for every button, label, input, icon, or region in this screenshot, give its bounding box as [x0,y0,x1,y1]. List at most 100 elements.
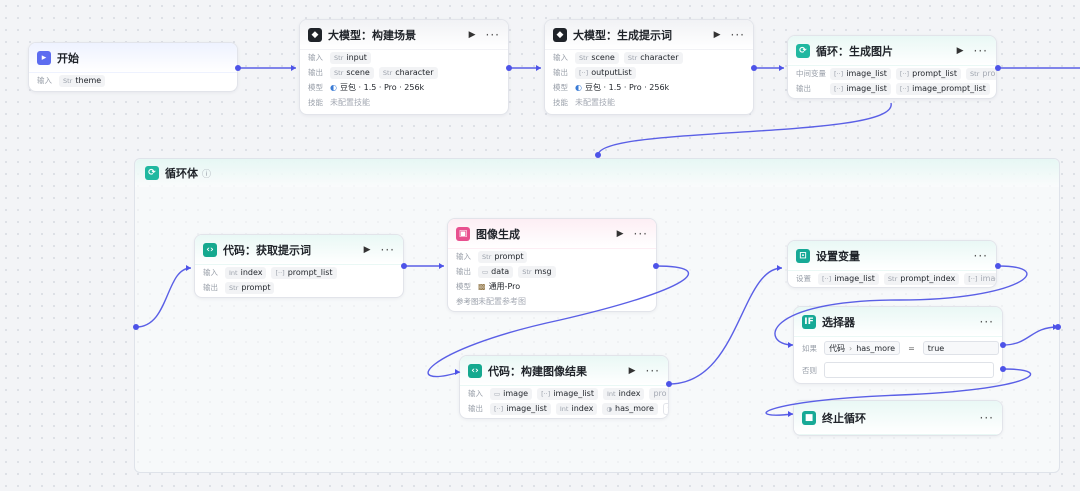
doubao-icon: ◐ [575,83,582,92]
port-dot[interactable] [995,65,1001,71]
var-chip: [··]image_list [818,272,879,285]
run-icon[interactable]: ▶ [616,228,624,239]
operator: = [908,343,915,353]
port-dot[interactable] [1055,324,1061,330]
output-chip: [··]outputList [575,66,636,79]
run-icon[interactable]: ▶ [956,45,964,56]
input-chip: [··]prompt_list [271,266,337,279]
model-label: 模型 [553,83,568,92]
port-dot[interactable] [235,65,241,71]
node-title: 大模型：构建场景 [328,28,416,42]
more-icon[interactable]: ··· [973,43,988,58]
port-dot[interactable] [751,65,757,71]
loop-node[interactable]: ⟳ 循环：生成图片 ▶··· 中间变量 [··]image_list [··]p… [787,35,997,99]
stop-loop-node[interactable]: ■ 终止循环 ··· [793,400,1003,436]
ref-label: 参考图 [456,297,479,306]
code-node-build-result[interactable]: ‹› 代码：构建图像结果 ▶··· 输入 ▭image [··]image_li… [459,355,669,419]
condition-left[interactable]: 代码›has_more [824,341,901,355]
if-label: 如果 [802,343,817,353]
node-title: 循环：生成图片 [816,44,893,58]
port-dot[interactable] [666,381,672,387]
output-label: 输出 [203,283,218,292]
input-label: 输入 [37,76,52,85]
more-icon[interactable]: ··· [645,363,660,378]
run-icon[interactable]: ▶ [628,365,636,376]
model-icon: ◆ [308,27,322,42]
output-label: 输出 [468,404,483,413]
more-icon[interactable]: ··· [380,242,395,257]
more-icon[interactable]: ··· [485,27,500,42]
node-title: 图像生成 [476,227,520,241]
node-title: 设置变量 [816,249,860,263]
condition-value[interactable]: true [922,341,999,355]
port-dot[interactable] [133,324,139,330]
output-label: 输出 [796,84,811,93]
variable-icon: ⊡ [796,248,810,263]
image-icon: ▣ [456,226,470,241]
info-icon[interactable]: ⓘ [202,169,212,180]
set-label: 设置 [796,274,811,283]
output-label: 输出 [456,267,471,276]
input-chip: pro [649,387,668,400]
model-value: 通用-Pro [488,282,521,291]
node-title: 选择器 [822,315,855,329]
more-icon[interactable]: ··· [979,314,994,329]
input-chip: [··]image_list [537,387,598,400]
loop-body-title: 循环体 [165,167,198,180]
selector-node[interactable]: IF 选择器 ··· 如果 代码›has_more = true 否则 [793,306,1003,384]
model-label: 模型 [308,83,323,92]
more-icon[interactable]: ··· [973,248,988,263]
var-chip: [··]image [964,272,996,285]
port-dot[interactable] [1000,342,1006,348]
model-thumb-icon: ▩ [478,282,486,291]
else-label: 否则 [802,365,817,375]
output-chip: ◑has_more [602,402,658,415]
else-branch[interactable] [824,362,994,378]
node-title: 终止循环 [822,411,866,425]
doubao-icon: ◐ [330,83,337,92]
more-icon[interactable]: ··· [730,27,745,42]
stop-icon: ■ [802,410,816,425]
output-chip: [··]image_prompt_list [895,82,990,95]
port-dot[interactable] [595,152,601,158]
port-dot[interactable] [1000,366,1006,372]
output-chip: [··]image_list [830,82,891,95]
model-value: 豆包 · 1.5 · Pro · 256k [339,83,425,92]
var-chip: [··]prompt_list [895,67,961,80]
port-dot[interactable] [506,65,512,71]
run-icon[interactable]: ▶ [363,244,371,255]
input-label: 输入 [456,252,471,261]
more-icon[interactable]: ··· [979,410,994,425]
model-value: 豆包 · 1.5 · Pro · 256k [584,83,670,92]
port-dot[interactable] [653,263,659,269]
port-dot[interactable] [401,263,407,269]
run-icon[interactable]: ▶ [468,29,476,40]
run-icon[interactable]: ▶ [713,29,721,40]
node-title: 代码：获取提示词 [223,243,311,257]
skill-label: 技能 [553,98,568,107]
input-label: 输入 [468,389,483,398]
more-icon[interactable]: ··· [633,226,648,241]
input-chip: ▭image [490,387,533,400]
port-dot[interactable] [995,263,1001,269]
overflow-icon[interactable]: ··· [662,402,668,415]
model-label: 模型 [456,282,471,291]
skill-label: 技能 [308,98,323,107]
input-label: 输入 [308,53,323,62]
